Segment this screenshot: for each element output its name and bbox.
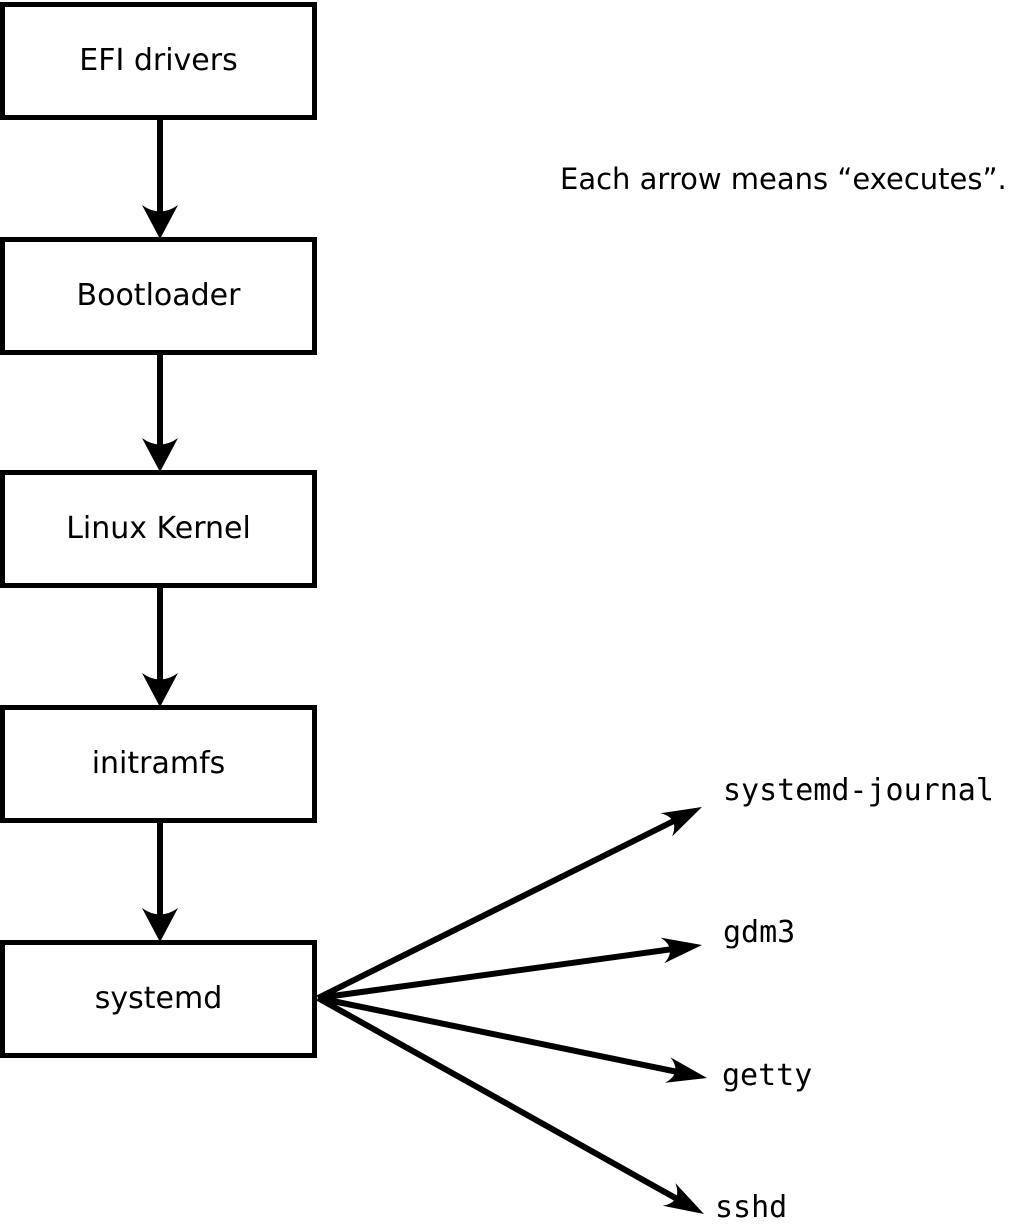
node-efi-drivers-label: EFI drivers [79, 43, 238, 78]
service-label-gdm3: gdm3 [723, 915, 796, 950]
arrow-head [660, 807, 702, 837]
arrow-head [142, 205, 178, 239]
arrow-head [660, 937, 702, 964]
arrow-systemd-to-systemd-journal [316, 807, 702, 1001]
arrow-efi-drivers-to-bootloader [142, 120, 178, 239]
service-label-sshd: sshd [715, 1190, 788, 1225]
arrow-linux-kernel-to-initramfs [142, 588, 178, 707]
arrow-shaft [316, 995, 684, 1205]
arrow-systemd-to-gdm3 [317, 937, 702, 1001]
arrow-head [662, 1183, 704, 1214]
arrow-shaft [316, 815, 682, 1001]
service-label-getty: getty [722, 1058, 813, 1093]
node-systemd-label: systemd [94, 981, 223, 1016]
arrow-shaft [317, 945, 678, 1001]
arrow-head [142, 673, 178, 707]
node-systemd: systemd [0, 940, 317, 1058]
node-bootloader: Bootloader [0, 237, 317, 355]
arrow-initramfs-to-systemd [142, 823, 178, 942]
arrow-bootloader-to-linux-kernel [142, 355, 178, 472]
arrow-systemd-to-sshd [316, 995, 704, 1214]
node-linux-kernel-label: Linux Kernel [66, 511, 251, 546]
arrow-systemd-to-getty [317, 995, 707, 1083]
node-bootloader-label: Bootloader [76, 278, 241, 313]
arrow-head [665, 1057, 707, 1083]
service-label-systemd-journal: systemd-journal [723, 773, 994, 808]
arrow-legend-note: Each arrow means “executes”. [560, 162, 1007, 196]
node-initramfs-label: initramfs [91, 746, 226, 781]
arrow-head [142, 908, 178, 942]
node-efi-drivers: EFI drivers [0, 2, 317, 120]
arrow-head [142, 438, 178, 472]
node-initramfs: initramfs [0, 705, 317, 823]
node-linux-kernel: Linux Kernel [0, 470, 317, 588]
arrow-shaft [317, 995, 684, 1076]
